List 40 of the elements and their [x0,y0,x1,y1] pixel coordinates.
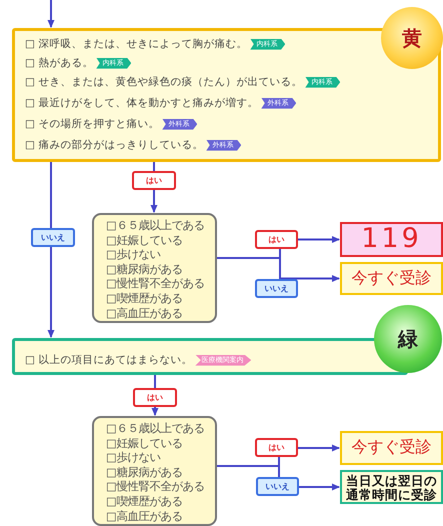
checklist-item: □糖尿病がある [106,262,184,278]
edge-label: いいえ [256,477,299,496]
checklist-item: □高血圧がある [106,510,184,524]
result-box: 今すぐ受診 [340,431,443,465]
checklist-item: □ 痛みの部分がはっきりしている。 [25,139,204,151]
edge-label: いいえ [255,279,298,298]
checklist-item: □６５歳以上である [106,422,206,437]
checklist-item: □６５歳以上である [106,219,206,234]
level-circle: 緑 [374,305,442,373]
edge-label: はい [133,388,177,407]
arrow [48,0,54,28]
question-box [92,416,217,526]
edge-label: はい [132,171,176,190]
checklist-box [12,28,441,162]
arrow [217,257,340,282]
checklist-item: □喫煙歴がある [106,494,184,510]
checklist-item: □慢性腎不全がある [106,480,206,495]
arrow [48,162,54,338]
checklist-item: □歩けない [106,451,162,466]
checklist-item: □ 深呼吸、または、せきによって胸が痛む。 [25,38,248,50]
question-box [92,213,217,323]
checklist-item: □妊娠している [106,436,184,452]
checklist-item: □ 最近けがをして、体を動かすと痛みが増す。 [25,97,258,109]
emergency-box: 119 [340,222,443,257]
checklist-item: □ 熱がある。 [25,57,94,69]
checklist-item: □歩けない [106,248,162,263]
checklist-item: □ その場所を押すと痛い。 [25,118,160,130]
checklist-item: □高血圧がある [106,306,184,322]
result-box: 当日又は翌日の通常時間に受診 [340,470,443,504]
checklist-item: □喫煙歴がある [106,292,184,307]
level-circle: 黄 [381,7,443,69]
checklist-item: □慢性腎不全がある [106,277,206,292]
edge-label: いいえ [31,228,75,247]
checklist-item: □糖尿病がある [106,466,184,480]
edge-label: はい [255,230,298,249]
result-box: 今すぐ受診 [340,262,443,295]
checklist-item: □ せき、または、黄色や緑色の痰（たん）が出ている。 [25,76,302,88]
checklist-item: □妊娠している [106,234,184,248]
edge-label: はい [255,438,298,457]
checklist-item: □ 以上の項目にあてはまらない。 [25,354,192,366]
